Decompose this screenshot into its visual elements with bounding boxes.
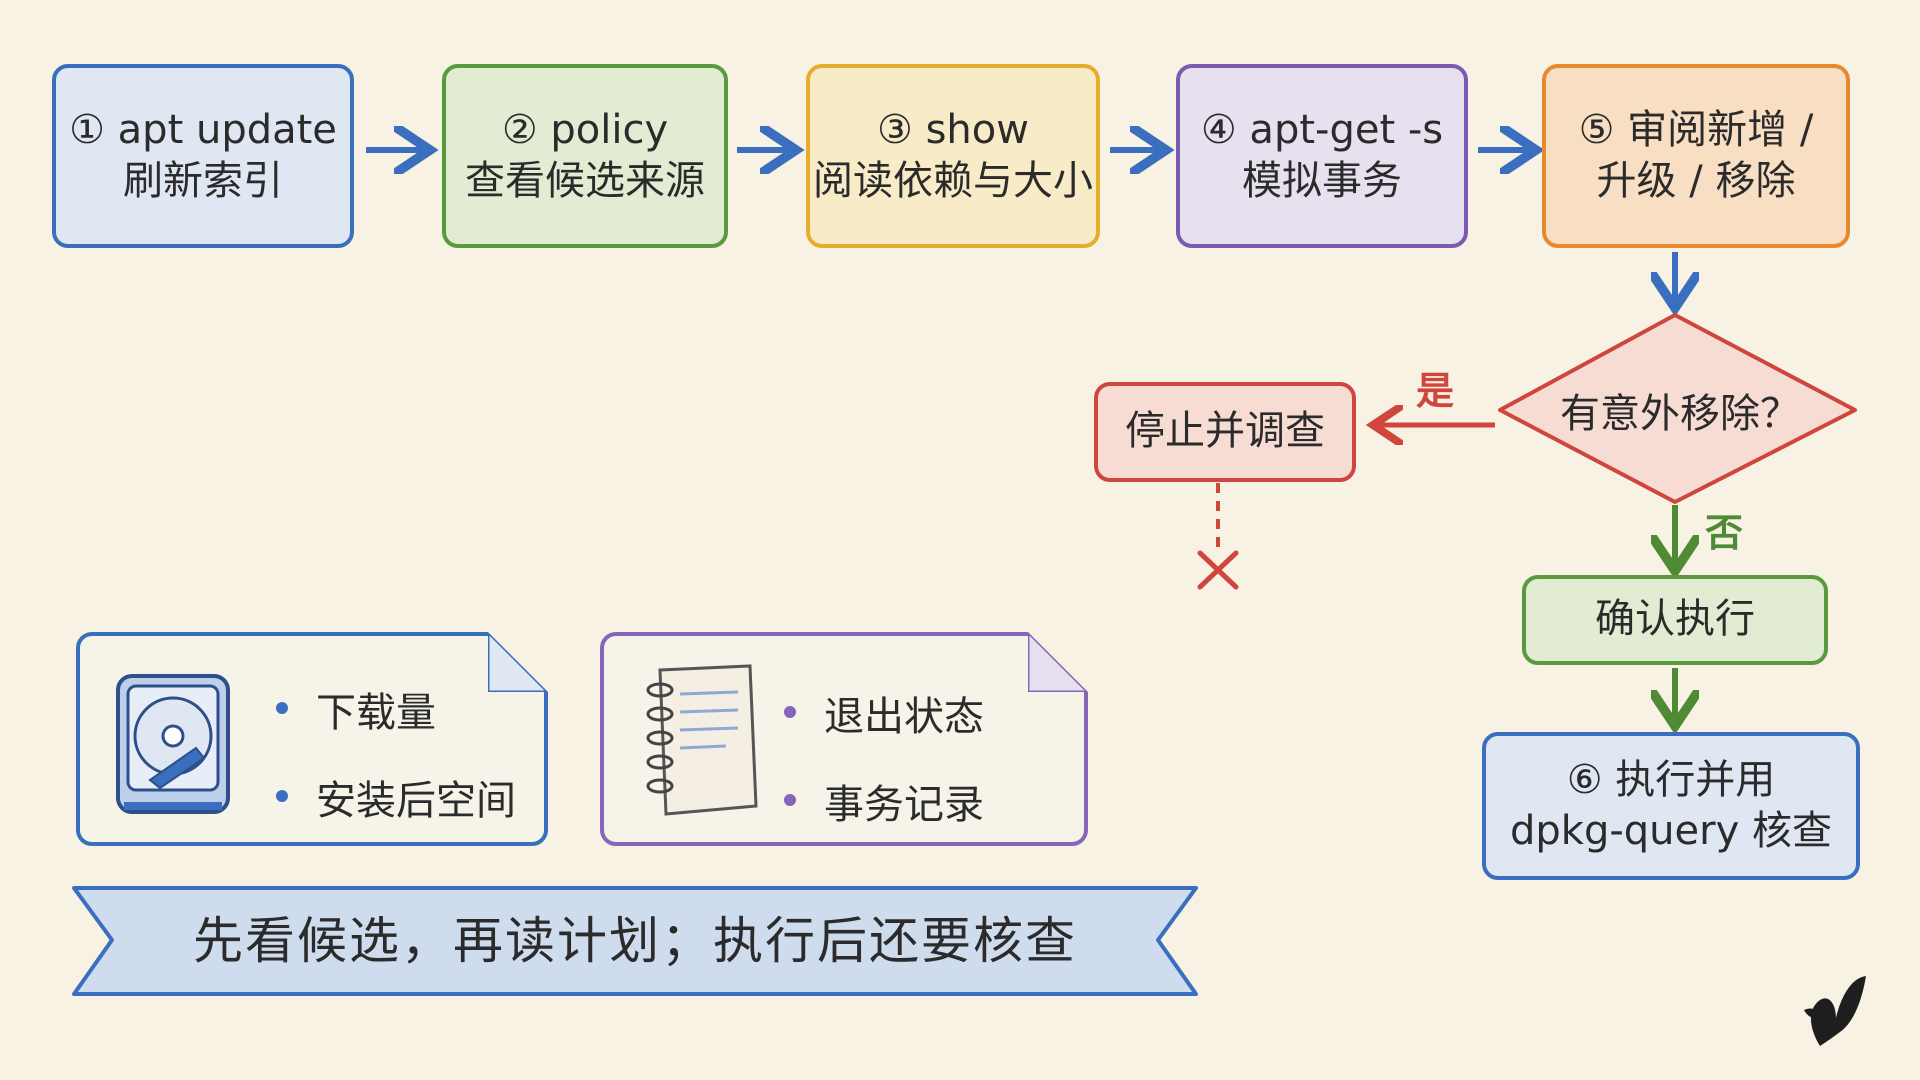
- summary-banner-ribbon: [72, 886, 1198, 996]
- note-item: 事务记录: [784, 772, 984, 830]
- step-show: ③ show 阅读依赖与大小: [806, 64, 1100, 248]
- step-2-title: ② policy: [501, 106, 669, 153]
- decision-no-label: 否: [1705, 511, 1744, 555]
- note-card-records: 退出状态 事务记录: [600, 632, 1088, 846]
- step-3-title: ③ show: [877, 106, 1029, 153]
- confirm-box: 确认执行: [1522, 575, 1828, 665]
- step-5-desc: 升级 / 移除: [1596, 158, 1796, 204]
- final-step-box: ⑥ 执行并用 dpkg-query 核查: [1482, 732, 1860, 880]
- hard-drive-icon: [116, 674, 230, 814]
- page-fold-icon: [488, 632, 548, 692]
- cross-icon: [1197, 550, 1239, 590]
- step-5-title: ⑤ 审阅新增 /: [1578, 106, 1814, 153]
- confirm-label: 确认执行: [1595, 596, 1755, 643]
- step-4-title: ④ apt-get -s: [1200, 106, 1444, 153]
- final-step-title: ⑥ 执行并用: [1566, 756, 1776, 803]
- step-4-desc: 模拟事务: [1242, 158, 1402, 204]
- step-review: ⑤ 审阅新增 / 升级 / 移除: [1542, 64, 1850, 248]
- note-item: 退出状态: [784, 684, 984, 742]
- step-policy: ② policy 查看候选来源: [442, 64, 728, 248]
- note-item: 下载量: [276, 680, 516, 738]
- note-card-resources: 下载量 安装后空间: [76, 632, 548, 846]
- notebook-icon: [646, 664, 758, 816]
- summary-banner-text: 先看候选，再读计划；执行后还要核查: [193, 912, 1077, 970]
- step-2-desc: 查看候选来源: [465, 158, 705, 204]
- decision-diamond: [1498, 313, 1857, 504]
- decision-question: 有意外移除？: [1560, 391, 1800, 437]
- note-item: 安装后空间: [276, 768, 516, 826]
- step-1-title: ① apt update: [69, 106, 337, 153]
- step-3-desc: 阅读依赖与大小: [813, 158, 1093, 204]
- step-apt-update: ① apt update 刷新索引: [52, 64, 354, 248]
- step-1-desc: 刷新索引: [123, 158, 283, 204]
- final-step-desc: dpkg-query 核查: [1510, 808, 1832, 854]
- butterfly-logo-icon: [1804, 976, 1866, 1046]
- page-fold-icon: [1028, 632, 1088, 692]
- stop-box: 停止并调查: [1094, 382, 1356, 482]
- step-simulate: ④ apt-get -s 模拟事务: [1176, 64, 1468, 248]
- decision-yes-label: 是: [1416, 369, 1455, 413]
- stop-label: 停止并调查: [1125, 408, 1325, 455]
